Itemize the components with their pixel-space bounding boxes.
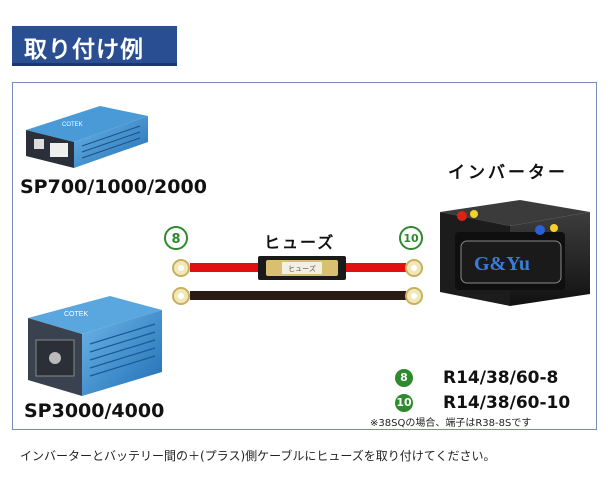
fuse-body-text: ヒューズ [288, 264, 316, 273]
marker-left: 8 [164, 226, 188, 250]
marker-10-badge: 10 [395, 394, 413, 412]
section-title: 取り付け例 [24, 37, 144, 63]
negative-wire [172, 287, 423, 305]
marker-8-badge: 8 [395, 369, 413, 387]
svg-text:8: 8 [171, 232, 180, 247]
terminal-code: R14/38/60-8 [443, 368, 559, 388]
svg-text:10: 10 [403, 232, 419, 245]
battery-brand: G&Yu [474, 253, 530, 275]
terminal-note: ※38SQの場合、端子はR38-8Sです [370, 418, 532, 429]
battery-image: G&Yu [440, 200, 590, 306]
terminal-spec-row: 10 R14/38/60-10 [395, 393, 570, 413]
inverter-brand-small: COTEK [62, 122, 83, 128]
inverter-brand-large: COTEK [64, 311, 88, 318]
inverter-label: インバーター [448, 163, 568, 183]
marker-right: 10 [399, 226, 423, 250]
models-large-label: SP3000/4000 [24, 400, 165, 422]
terminal-spec-row: 8 R14/38/60-8 [395, 368, 558, 388]
fuse-label: ヒューズ [264, 233, 336, 252]
models-small-label: SP700/1000/2000 [20, 176, 207, 198]
instruction-caption: インバーターとバッテリー間の＋(プラス)側ケーブルにヒューズを取り付けてください… [20, 449, 496, 463]
fuse-image: ヒューズ [258, 256, 346, 280]
diagram-frame [12, 82, 597, 430]
positive-wire [172, 259, 423, 277]
inverter-small-image: COTEK [26, 106, 148, 168]
terminal-code: R14/38/60-10 [443, 393, 571, 413]
inverter-large-image: COTEK [28, 296, 162, 396]
section-title-badge: 取り付け例 [12, 26, 177, 66]
